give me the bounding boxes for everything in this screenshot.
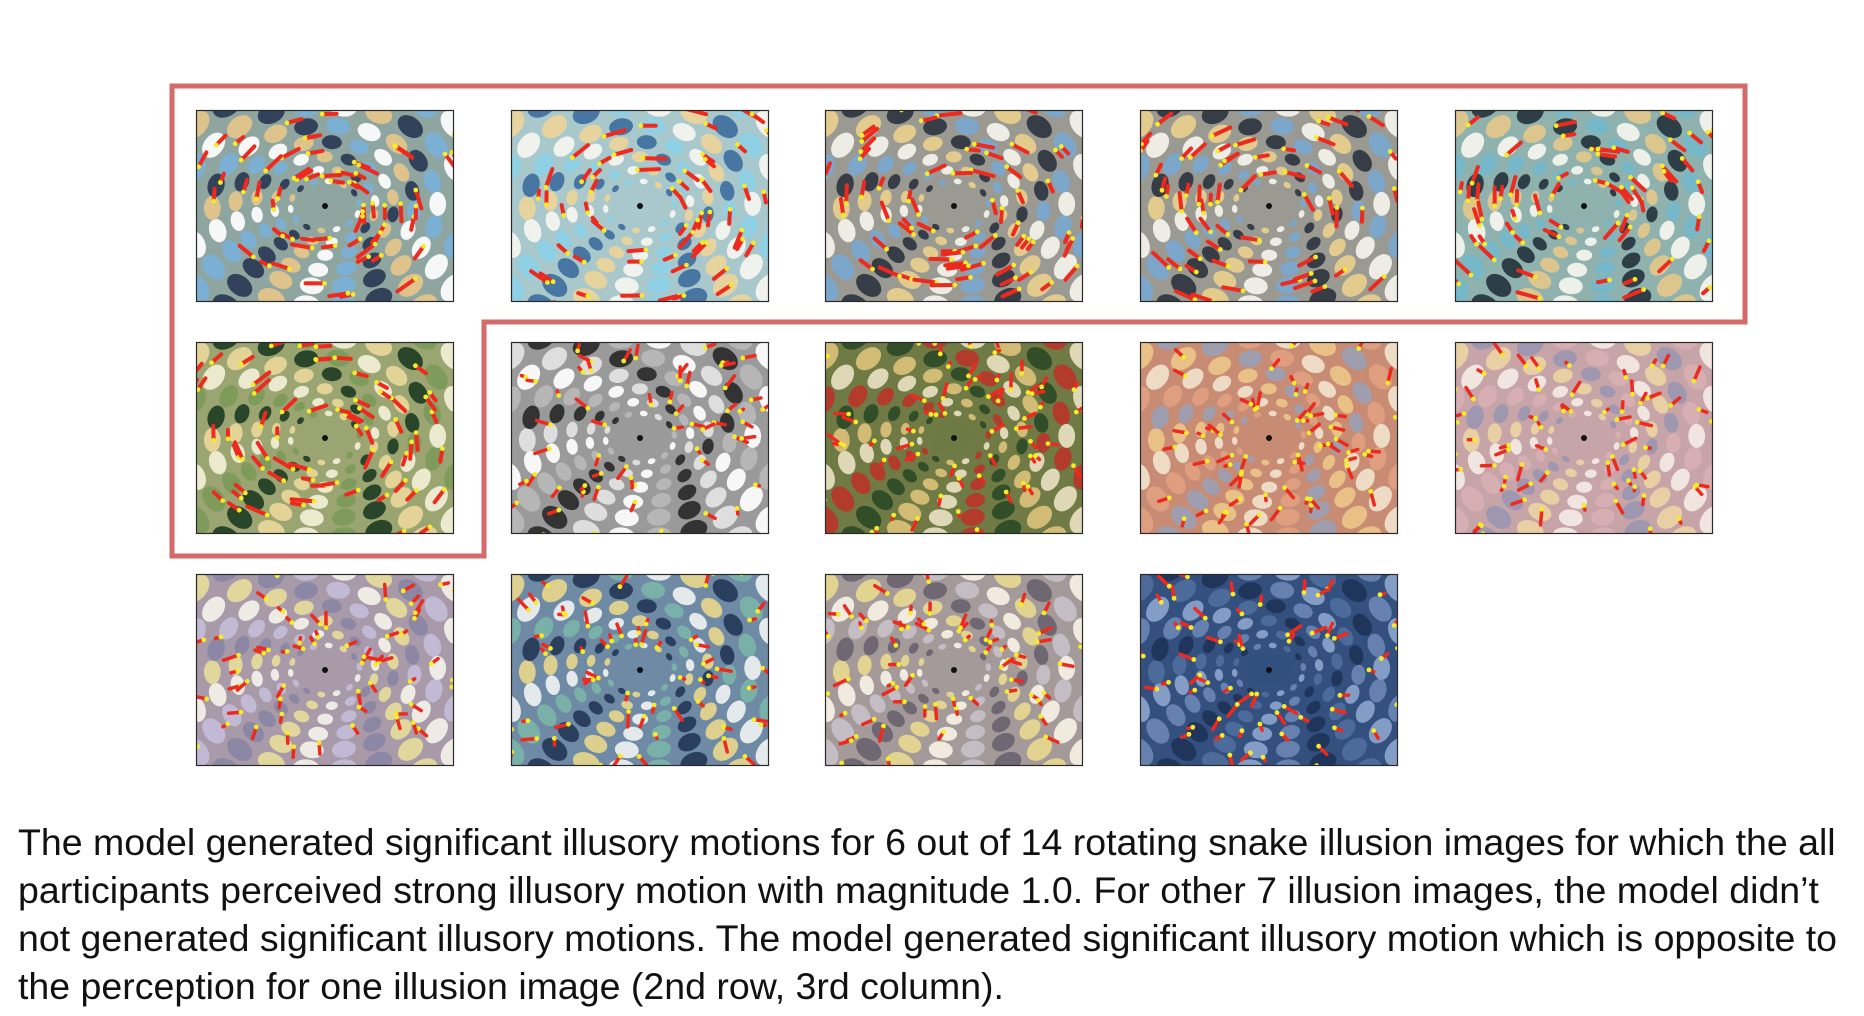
motion-vectors [825,110,1083,299]
illusion-panel-r1-c5 [1454,109,1714,303]
illusion-pattern [1455,110,1713,302]
motion-vectors [825,574,1083,766]
illusion-pattern [1140,574,1398,766]
panel-border [195,573,455,767]
motion-vectors [1455,342,1713,534]
illusion-pattern [1140,342,1398,534]
illusion-panel-r2-c4 [1139,341,1399,535]
panel-border [510,109,770,303]
motion-vectors [511,342,769,534]
motion-vectors [825,342,1083,534]
illusion-pattern [825,342,1083,534]
panel-border [1139,109,1399,303]
illusion-panel-r1-c1 [195,109,455,303]
motion-vectors [1157,342,1398,534]
illusion-panel-r1-c4 [1139,109,1399,303]
panel-border [1139,573,1399,767]
illusion-panel-r3-c1 [195,573,455,767]
illusion-pattern [825,110,1083,302]
motion-vectors [529,110,769,302]
panel-border [1454,341,1714,535]
illusion-panel-r3-c2 [510,573,770,767]
panel-border [510,341,770,535]
illusion-panel-r2-c3 [824,341,1084,535]
illusion-panel-r2-c1 [195,341,455,535]
panel-border [824,109,1084,303]
significant-motion-highlight-outline [169,83,1748,559]
illusion-panel-r1-c2 [510,109,770,303]
illusion-panel-r3-c3 [824,573,1084,767]
panel-border [195,109,455,303]
illusion-panel-r1-c3 [824,109,1084,303]
illusion-panel-r2-c5 [1454,341,1714,535]
motion-vectors [196,574,454,766]
panel-border [824,573,1084,767]
motion-vectors [196,342,447,534]
illusion-pattern [1140,110,1398,302]
panel-border [195,341,455,535]
illusion-pattern [196,574,454,766]
illusion-pattern [1455,342,1713,534]
panel-border [824,341,1084,535]
motion-vectors [1455,110,1713,301]
illusion-pattern [825,574,1083,766]
panel-border [510,573,770,767]
motion-vectors [511,574,769,766]
panel-border [1139,341,1399,535]
illusion-panel-r2-c2 [510,341,770,535]
illusion-panel-grid [169,83,1748,767]
illusion-pattern [196,110,454,302]
motion-vectors [1140,574,1398,766]
figure-caption: The model generated significant illusory… [18,821,1838,1007]
panel-border [1454,109,1714,303]
illusion-panel-r3-c4 [1139,573,1399,767]
motion-vectors [1140,110,1398,302]
